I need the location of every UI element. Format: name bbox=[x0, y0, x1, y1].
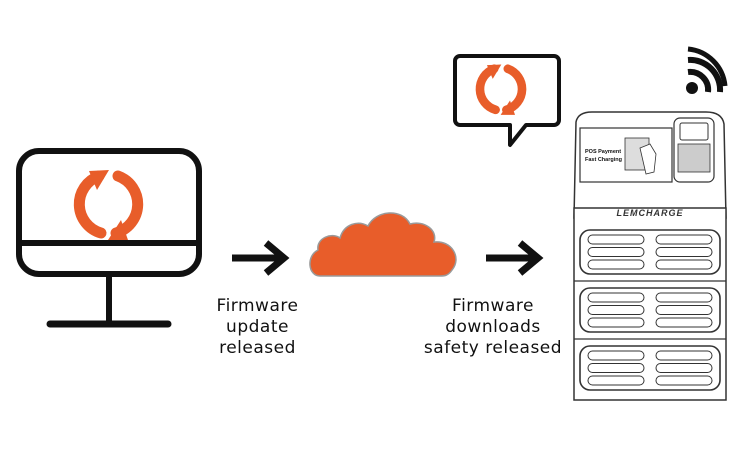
speech-bubble-icon bbox=[453, 54, 561, 147]
charging-slot bbox=[587, 375, 645, 386]
kiosk-screen-line2: Fast Charging bbox=[585, 157, 622, 163]
charging-slot bbox=[587, 292, 645, 303]
charging-slot bbox=[655, 363, 713, 373]
sync-icon bbox=[73, 170, 144, 240]
step2-label-line3: safety released bbox=[423, 338, 563, 358]
charging-slot bbox=[655, 292, 713, 303]
arrow-right-icon bbox=[486, 240, 544, 276]
slot-bay bbox=[574, 338, 726, 391]
charging-slot bbox=[587, 350, 645, 361]
step1-label: Firmware update released bbox=[205, 296, 310, 359]
charging-slot bbox=[655, 259, 713, 270]
step2-label-line1: Firmware bbox=[452, 296, 534, 316]
charging-slot bbox=[655, 317, 713, 328]
computer-monitor-icon bbox=[16, 148, 202, 328]
kiosk-screen-line1: POS Payment bbox=[585, 149, 621, 155]
brand-logo: LEMCHARGE bbox=[617, 208, 684, 218]
step1-label-line2: update bbox=[226, 317, 289, 337]
step2-label: Firmware downloads safety released bbox=[418, 296, 568, 359]
charging-slot bbox=[587, 234, 645, 245]
charging-station-icon: POS Payment Fast Charging LEMCHARGE bbox=[573, 111, 727, 401]
charging-slot bbox=[587, 305, 645, 315]
step1-label-line3: released bbox=[219, 338, 296, 358]
charging-slot bbox=[655, 375, 713, 386]
step2-label-line2: downloads bbox=[445, 317, 541, 337]
charging-slot bbox=[655, 350, 713, 361]
charging-slot bbox=[655, 234, 713, 245]
charging-slot bbox=[655, 247, 713, 257]
slot-bay bbox=[574, 280, 726, 333]
charging-slot bbox=[587, 363, 645, 373]
wifi-icon bbox=[686, 46, 728, 94]
step1-label-line1: Firmware bbox=[216, 296, 299, 316]
charging-slot bbox=[587, 247, 645, 257]
arrow-right-icon bbox=[232, 240, 290, 276]
charging-slot bbox=[655, 305, 713, 315]
slot-bay bbox=[579, 229, 721, 275]
cloud-icon bbox=[309, 212, 457, 277]
charging-slot bbox=[587, 317, 645, 328]
charging-slot bbox=[587, 259, 645, 270]
sync-icon bbox=[475, 64, 527, 115]
